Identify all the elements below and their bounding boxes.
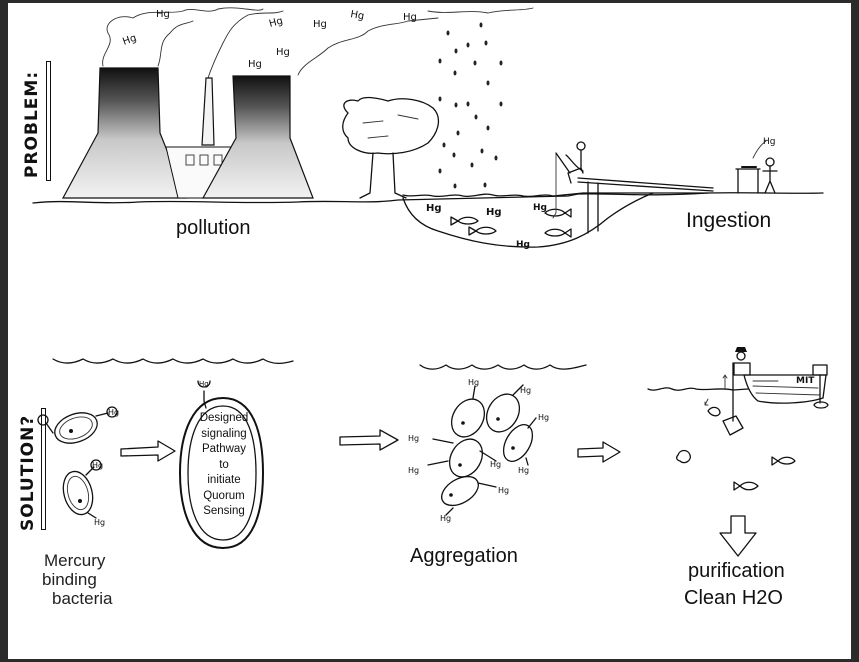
collection-bucket <box>722 415 744 436</box>
lake-water-surface <box>402 192 709 198</box>
ground-line <box>32 192 824 204</box>
smoke-plume <box>207 10 284 79</box>
stage-label-bacteria: Mercury binding bacteria <box>42 551 112 608</box>
mercury-label: Hg <box>538 413 549 422</box>
mercury-label: Hg <box>440 514 451 523</box>
mercury-label: Hg <box>763 137 775 147</box>
mercury-label: Hg <box>426 203 442 214</box>
clean-debris <box>676 449 691 464</box>
pathway-line: Sensing <box>203 505 245 517</box>
mercury-label: Hg <box>516 240 530 250</box>
mercury-label: Hg <box>276 47 290 58</box>
problem-scene: Hg Hg Hg Hg Hg Hg Hg Hg <box>32 7 824 250</box>
mercury-label: Hg <box>313 19 327 30</box>
smoke-plume <box>157 20 194 67</box>
stage-label-aggregation: Aggregation <box>410 545 518 567</box>
bacteria-label-line: binding <box>42 570 97 589</box>
mercury-label: Hg <box>156 9 170 20</box>
boat <box>743 364 829 409</box>
pathway-line: initiate <box>207 474 241 486</box>
pathway-line: Designed <box>199 412 249 424</box>
water-surface <box>419 364 587 370</box>
person-eating <box>735 140 778 194</box>
stage-label-clean-water: Clean H2O <box>684 587 783 609</box>
lake-basin <box>402 192 654 248</box>
mercury-label: Hg <box>92 461 103 470</box>
mercury-label: Hg <box>349 9 365 22</box>
diagram-paper: Hg Hg Hg Hg Hg Hg Hg Hg <box>8 3 851 659</box>
mercury-binding-bacterium <box>62 459 102 519</box>
bacteria-aggregate <box>427 384 537 516</box>
result-arrow <box>719 515 757 557</box>
mercury-label: Hg <box>199 380 209 388</box>
mercury-label: Hg <box>518 466 529 475</box>
dock <box>577 177 714 234</box>
mercury-label: Hg <box>490 460 501 469</box>
engineered-cell <box>179 380 264 549</box>
stage-label-purification: purification <box>688 560 785 582</box>
mercury-label: Hg <box>268 16 284 30</box>
mercury-label: Hg <box>498 486 509 495</box>
water-surface <box>52 358 294 365</box>
mercury-label: Hg <box>248 59 262 70</box>
rain-cloud-edge <box>427 7 534 14</box>
process-arrow <box>120 440 176 462</box>
pathway-description: Designed signaling Pathway to initiate Q… <box>184 411 264 520</box>
process-arrow <box>577 441 621 463</box>
mercury-label: Hg <box>468 378 479 387</box>
table <box>735 168 761 194</box>
smoke-plume <box>297 17 439 76</box>
mercury-label: Hg <box>533 203 547 213</box>
mercury-label: Hg <box>520 386 531 395</box>
smoke-plume <box>102 7 264 67</box>
problem-heading-underline <box>46 61 51 181</box>
tree-canopy <box>342 96 440 155</box>
mercury-label: Hg <box>403 12 417 23</box>
solution-scene: Hg Hg Hg Hg <box>37 347 829 557</box>
healthy-fish <box>733 456 796 491</box>
solution-heading: SOLUTION? <box>18 414 38 531</box>
bacteria-clump <box>707 406 721 417</box>
stage-label-pollution: pollution <box>176 217 251 239</box>
pathway-line: Pathway <box>201 443 247 455</box>
cooling-tower <box>61 67 187 199</box>
tree-trunk <box>359 152 407 199</box>
stage-label-ingestion: Ingestion <box>686 209 772 232</box>
pathway-line: to <box>219 458 229 471</box>
mercury-label: Hg <box>94 518 105 527</box>
process-arrow <box>339 429 399 451</box>
boat-operator <box>722 347 751 422</box>
mercury-binding-bacterium <box>37 406 118 444</box>
mercury-label: Hg <box>408 434 419 443</box>
bacteria-label-line: bacteria <box>52 589 113 608</box>
rain <box>438 22 503 189</box>
fisherman <box>552 141 586 219</box>
mercury-label: Hg <box>108 408 119 417</box>
pathway-line: signaling <box>201 427 247 440</box>
mercury-label: Hg <box>121 33 138 48</box>
water-surface <box>647 387 749 391</box>
mercury-label: Hg <box>408 466 419 475</box>
fishing-line <box>552 152 557 219</box>
chimney <box>201 77 215 146</box>
cooling-tower <box>201 75 314 199</box>
pathway-line: Quorum <box>203 489 245 502</box>
contaminated-fish <box>450 208 572 238</box>
boat-label: MIT <box>796 376 815 386</box>
sketch-canvas: Hg Hg Hg Hg Hg Hg Hg Hg <box>32 7 829 557</box>
bacteria-label-line: Mercury <box>44 551 106 570</box>
problem-heading: PROBLEM: <box>22 70 42 178</box>
mercury-label: Hg <box>486 207 502 218</box>
solution-heading-underline <box>41 408 46 530</box>
